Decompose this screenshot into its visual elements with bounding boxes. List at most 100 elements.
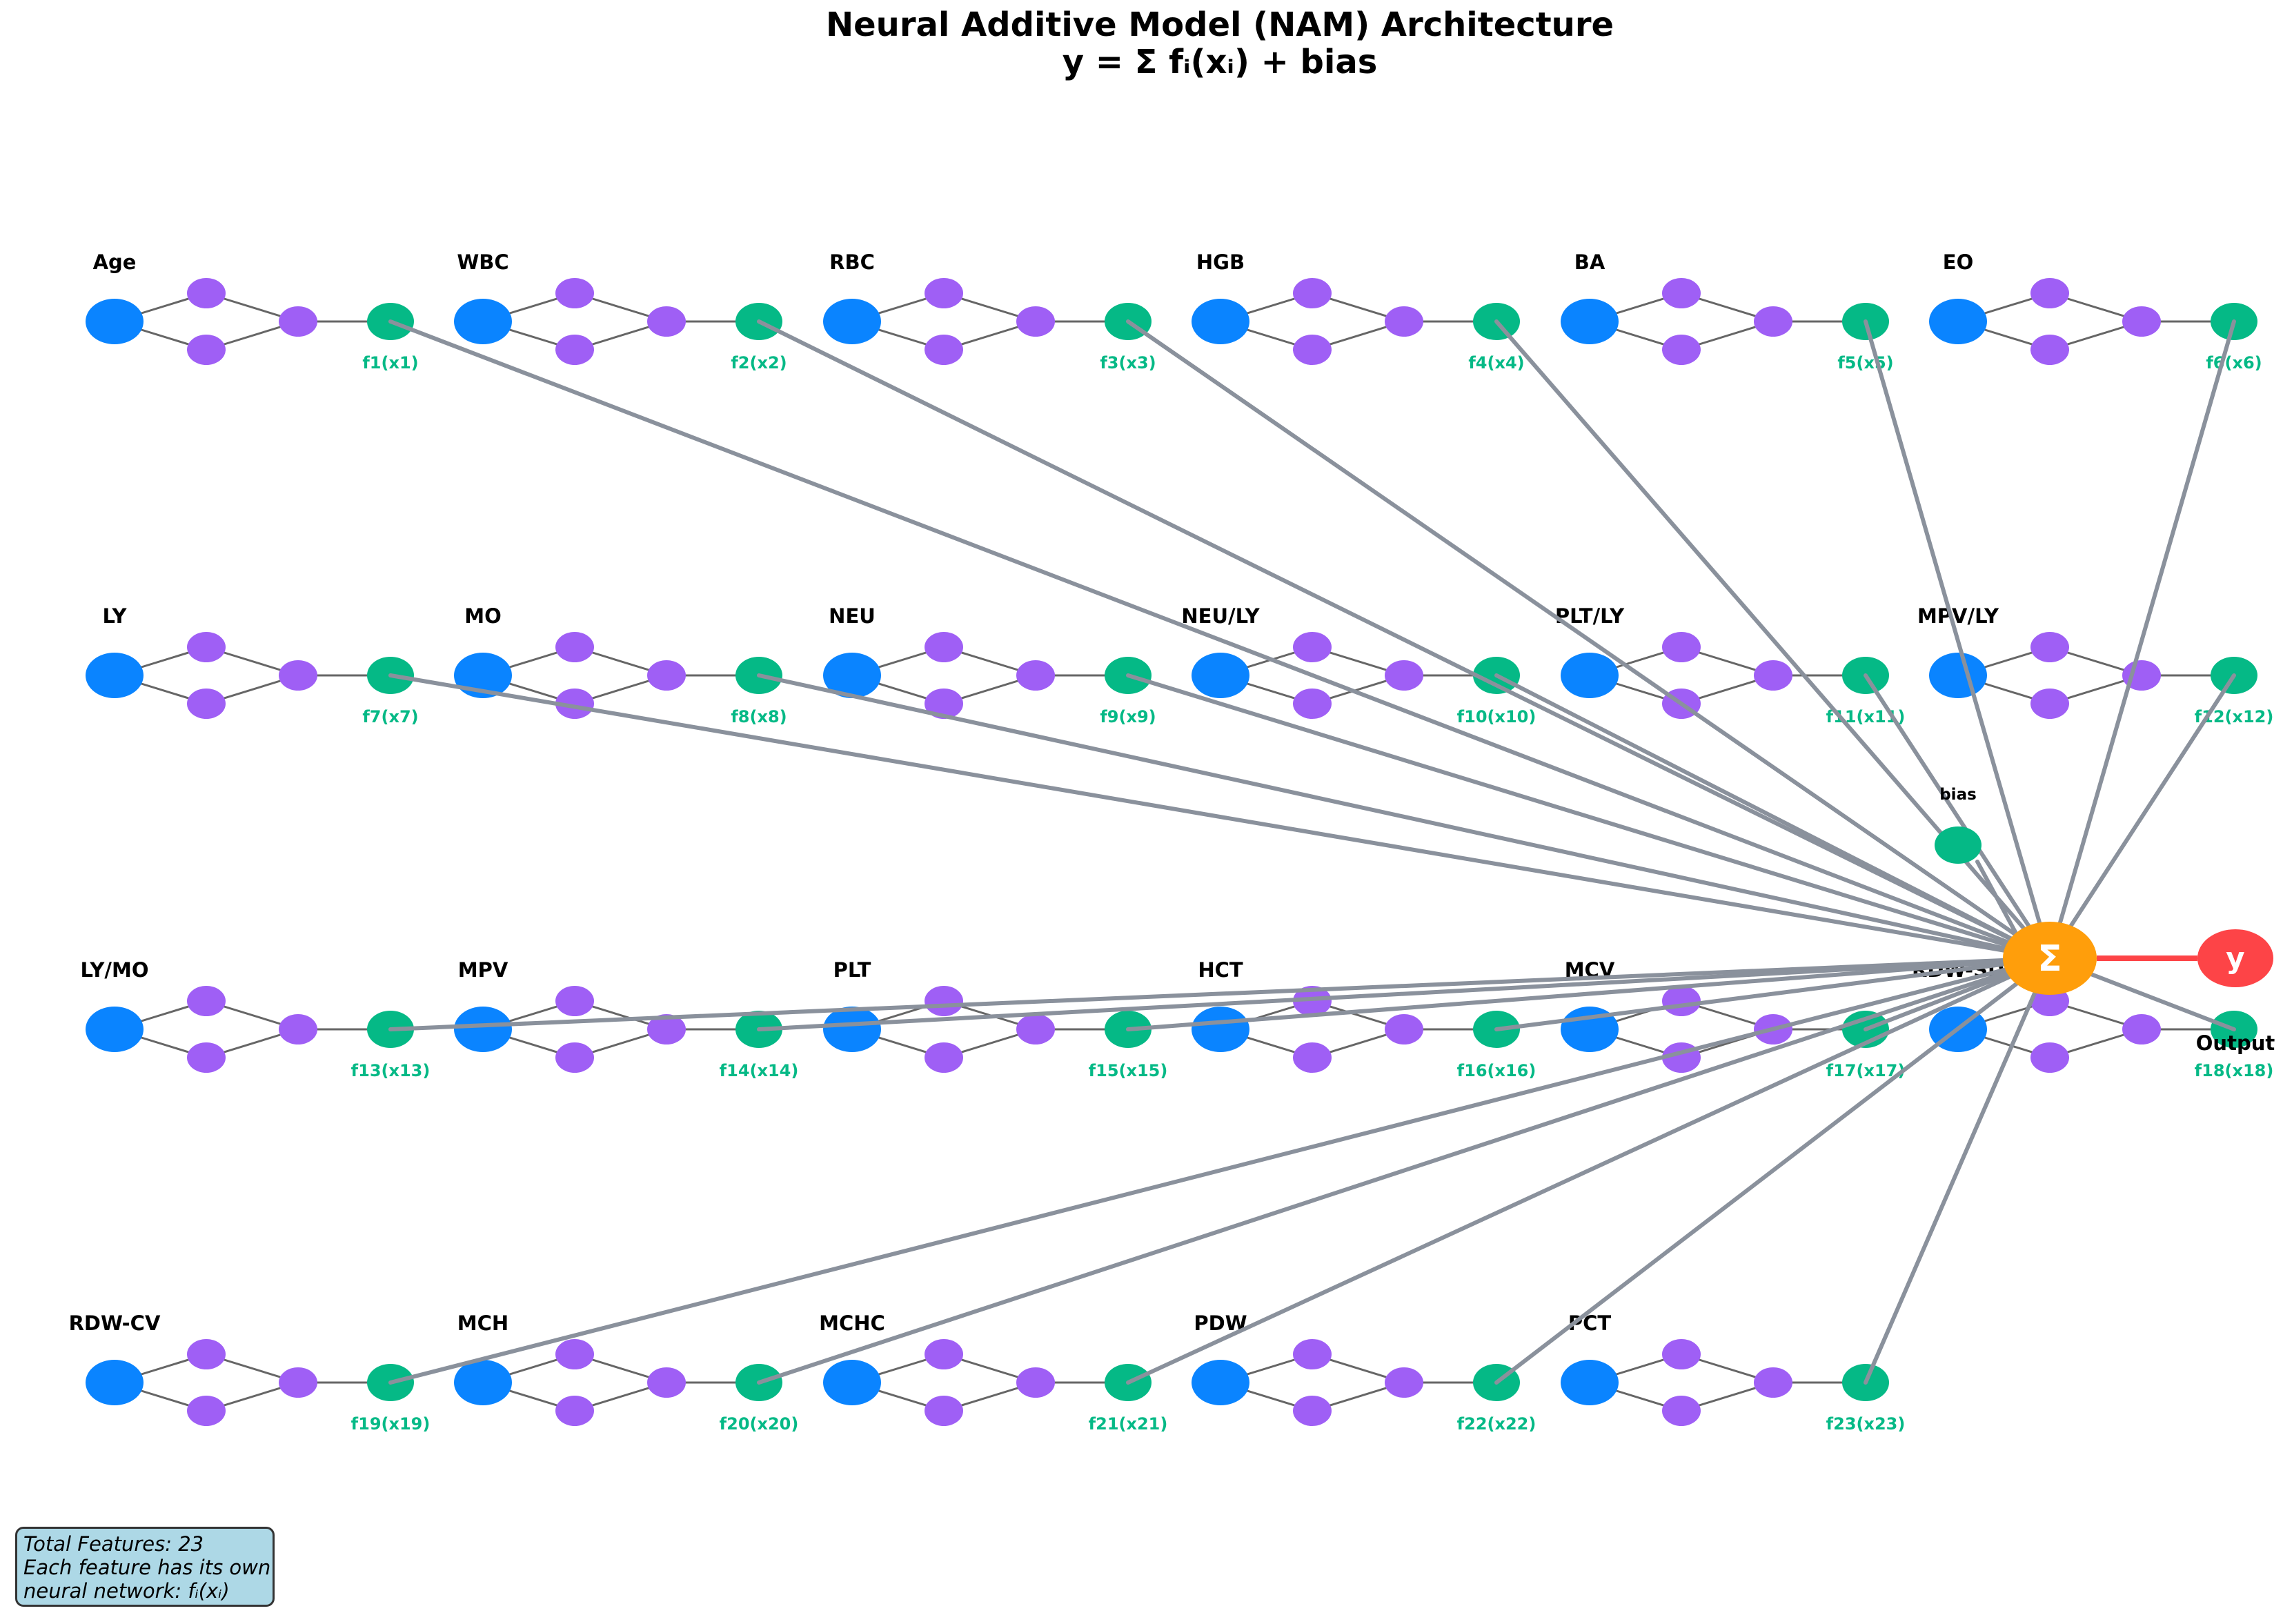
hidden-node xyxy=(187,1396,226,1426)
input-node xyxy=(823,1007,881,1052)
feature-to-sum-connection xyxy=(1494,956,2052,1385)
hidden-node xyxy=(647,1367,686,1398)
bias-label: bias xyxy=(1939,786,1977,804)
feature-name-label: EO xyxy=(1943,250,1973,274)
input-node xyxy=(86,1360,144,1405)
feature-to-sum-connection xyxy=(388,956,2052,1385)
hidden-node xyxy=(1293,689,1332,719)
hidden-node xyxy=(925,278,963,308)
hidden-node xyxy=(1293,1396,1332,1426)
bias-node xyxy=(1935,826,1981,864)
feature-name-label: LY xyxy=(103,604,128,628)
feature-to-sum-connection xyxy=(1494,956,2052,1031)
hidden-node xyxy=(1385,1014,1423,1044)
feature-name-label: HGB xyxy=(1196,250,1245,274)
input-node xyxy=(1561,653,1619,698)
feature-to-sum-connection xyxy=(1126,673,2052,960)
input-node xyxy=(1192,299,1249,344)
diagram-title: Neural Additive Model (NAM) Architecture… xyxy=(826,6,1614,81)
info-subnetwork-note: Each feature has its own xyxy=(23,1556,271,1579)
feature-function-label: f10(x10) xyxy=(1457,707,1536,726)
hidden-node xyxy=(2030,278,2069,308)
feature-function-label: f15(x15) xyxy=(1089,1061,1168,1080)
input-node xyxy=(1192,1360,1249,1405)
hidden-node xyxy=(1662,335,1701,365)
info-formula: neural network: fᵢ(xᵢ) xyxy=(23,1579,230,1603)
hidden-node xyxy=(187,278,226,308)
hidden-node xyxy=(2030,632,2069,662)
feature-name-label: MPV/LY xyxy=(1917,604,1999,628)
feature-name-label: RBC xyxy=(829,250,875,274)
hidden-node xyxy=(555,1396,594,1426)
input-node xyxy=(86,299,144,344)
feature-to-sum-connection xyxy=(1126,319,2052,960)
hidden-node xyxy=(555,632,594,662)
feature-name-label: NEU/LY xyxy=(1181,604,1260,628)
hidden-node xyxy=(187,632,226,662)
sum-symbol: Σ xyxy=(2037,938,2062,980)
input-node xyxy=(823,1360,881,1405)
feature-function-label: f23(x23) xyxy=(1826,1414,1906,1434)
hidden-node xyxy=(1385,660,1423,691)
title-line-2: y = Σ fᵢ(xᵢ) + bias xyxy=(1063,43,1378,81)
feature-to-sum-connection xyxy=(757,673,2052,960)
feature-subnet: MPV f14(x14) xyxy=(454,958,798,1080)
feature-name-label: MPV xyxy=(458,958,508,982)
input-node xyxy=(1192,653,1249,698)
feature-function-label: f22(x22) xyxy=(1457,1414,1536,1434)
hidden-node xyxy=(925,986,963,1016)
feature-to-sum-connection xyxy=(757,319,2052,960)
input-node xyxy=(1561,1360,1619,1405)
hidden-node xyxy=(1016,306,1055,337)
feature-name-label: NEU xyxy=(829,604,876,628)
feature-to-sum-connection xyxy=(1126,956,2052,1385)
connections-layer xyxy=(388,319,2236,1385)
feature-function-label: f9(x9) xyxy=(1100,707,1156,726)
hidden-node xyxy=(1293,1042,1332,1073)
hidden-node xyxy=(1662,278,1701,308)
feature-to-sum-connection xyxy=(388,956,2052,1031)
hidden-node xyxy=(1754,660,1792,691)
input-node xyxy=(454,1360,512,1405)
feature-function-label: f6(x6) xyxy=(2206,353,2262,373)
feature-function-label: f21(x21) xyxy=(1089,1414,1168,1434)
hidden-node xyxy=(1016,1014,1055,1044)
hidden-node xyxy=(1016,660,1055,691)
feature-to-sum-connection xyxy=(1864,673,2052,960)
feature-subnet: NEU f9(x9) xyxy=(823,604,1156,726)
input-node xyxy=(823,299,881,344)
input-node xyxy=(454,299,512,344)
feature-name-label: WBC xyxy=(457,250,508,274)
feature-function-label: f4(x4) xyxy=(1468,353,1524,373)
hidden-node xyxy=(2122,306,2161,337)
hidden-node xyxy=(279,660,317,691)
input-node xyxy=(1192,1007,1249,1052)
feature-to-sum-connection xyxy=(757,956,2052,1031)
hidden-node xyxy=(1293,1339,1332,1369)
feature-function-label: f14(x14) xyxy=(720,1061,799,1080)
hidden-node xyxy=(187,986,226,1016)
output-symbol: y xyxy=(2226,941,2244,975)
feature-to-sum-connection xyxy=(1864,319,2052,960)
feature-to-sum-connection xyxy=(388,319,2052,960)
title-line-1: Neural Additive Model (NAM) Architecture xyxy=(826,6,1614,44)
output-node xyxy=(2197,929,2273,987)
hidden-node xyxy=(555,689,594,719)
hidden-node xyxy=(1662,632,1701,662)
sum-node xyxy=(2003,922,2097,995)
hidden-node xyxy=(925,689,963,719)
feature-subnet: HGB f4(x4) xyxy=(1192,250,1525,373)
input-node xyxy=(454,1007,512,1052)
info-total-features: Total Features: 23 xyxy=(23,1532,204,1556)
input-node xyxy=(1929,299,1987,344)
feature-function-label: f19(x19) xyxy=(351,1414,431,1434)
